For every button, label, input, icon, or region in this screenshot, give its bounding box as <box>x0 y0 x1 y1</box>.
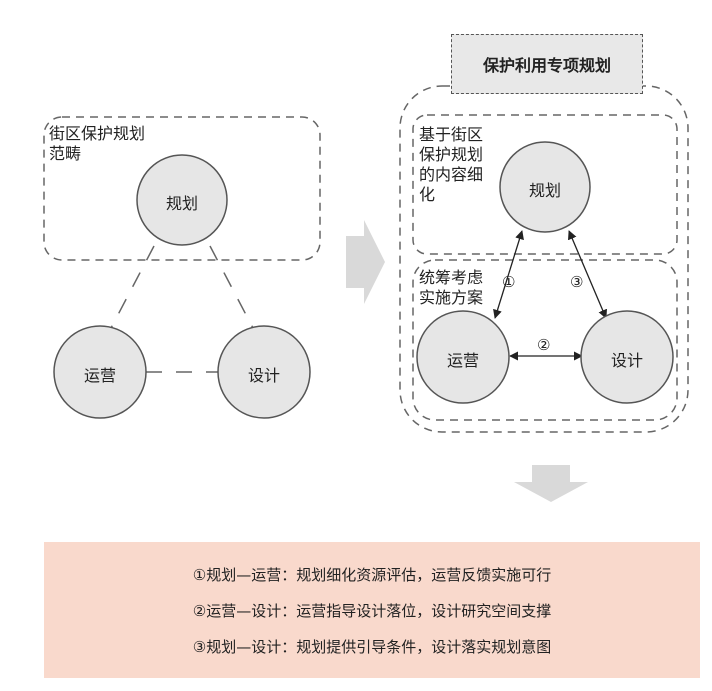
arrow-planning-operation <box>493 230 524 319</box>
right-top-box <box>412 114 678 255</box>
left-node-planning-label: 规划 <box>165 194 198 213</box>
right-node-planning <box>499 141 591 233</box>
right-node-planning-label: 规划 <box>528 181 561 200</box>
special-plan-title-text: 保护利用专项规划 <box>482 56 611 75</box>
left-node-operation-label: 运营 <box>83 366 116 385</box>
right-node-design-label: 设计 <box>610 351 643 370</box>
right-node-operation <box>416 310 510 404</box>
left-scope-box <box>43 116 321 261</box>
relation-number-3: ③ <box>570 273 584 291</box>
right-node-operation-label: 运营 <box>446 351 479 370</box>
right-node-design <box>580 310 674 404</box>
right-bottom-box <box>412 259 678 421</box>
left-connector-planning-design <box>209 245 255 331</box>
relation-number-1: ① <box>502 273 516 291</box>
transition-arrow-right <box>346 220 385 304</box>
transition-arrow-down <box>514 465 588 502</box>
left-scope-label: 街区保护规划 范畴 <box>49 124 146 163</box>
relation-number-2: ② <box>537 336 551 354</box>
left-node-design <box>217 325 311 419</box>
left-connector-planning-operation <box>109 245 155 331</box>
left-node-operation <box>53 325 147 419</box>
legend-line-1: ①规划—运营：规划细化资源评估，运营反馈实施可行 <box>192 566 552 584</box>
right-top-box-label: 基于街区 保护规划 的内容细 化 <box>419 125 484 204</box>
right-bottom-box-label: 统筹考虑 实施方案 <box>419 268 484 307</box>
special-plan-title: 保护利用专项规划 <box>451 34 643 94</box>
arrow-planning-design <box>568 230 607 319</box>
left-node-planning <box>136 154 228 246</box>
legend-line-3: ③规划—设计：规划提供引导条件，设计落实规划意图 <box>192 638 552 656</box>
left-node-design-label: 设计 <box>247 366 280 385</box>
legend-panel: ①规划—运营：规划细化资源评估，运营反馈实施可行 ②运营—设计：运营指导设计落位… <box>44 542 700 678</box>
legend-line-2: ②运营—设计：运营指导设计落位，设计研究空间支撑 <box>192 602 552 620</box>
